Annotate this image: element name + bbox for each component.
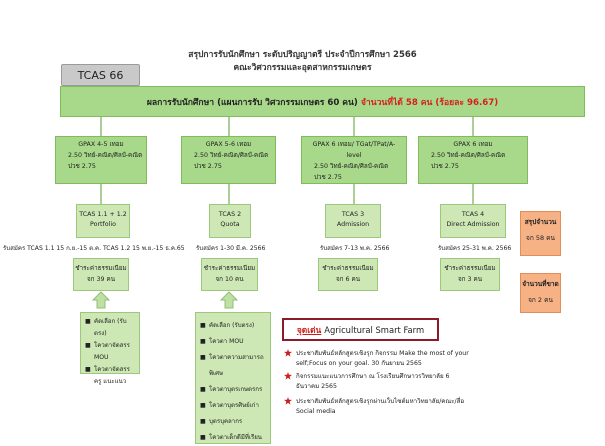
registration-2: รับสมัคร 1-30 มี.ค. 2566 xyxy=(196,245,266,252)
tcas-round-3: TCAS 3 Admission xyxy=(325,204,381,238)
banner-highlight: จำนวนที่ได้ 58 คน (ร้อยละ 96.67) xyxy=(360,97,499,108)
tcas-round-4: TCAS 4 Direct Admission xyxy=(440,204,506,238)
gpax-line: ปวช 2.75 xyxy=(68,163,96,170)
highlight-title-rest: Agricultural Smart Farm xyxy=(324,324,425,335)
star-icon xyxy=(284,372,292,380)
gpax-box-1: GPAX 4-5 เทอม 2.50 วิทย์-คณิต/ศิลป์-คณิต… xyxy=(55,136,147,184)
vacant-value: จก 2 คน xyxy=(528,296,553,304)
list-item: ■โควตา MOU xyxy=(200,338,244,345)
gpax-title: GPAX 6 เทอม xyxy=(453,141,493,148)
registration-1: รับสมัคร TCAS 1.1 15 ก.ย.-15 ต.ค. TCAS 1… xyxy=(3,245,185,252)
summary-label: สรุปจำนวน xyxy=(524,218,557,226)
round-name: TCAS 1.1 + 1.2 xyxy=(79,211,127,218)
gpax-box-2: GPAX 5-6 เทอม 2.50 วิทย์-คณิต/ศิลป์-คณิต… xyxy=(181,136,276,184)
pay-label: ชำระค่าธรรมเนียม xyxy=(444,265,496,272)
pay-count: จก 3 คน xyxy=(457,276,483,283)
gpax-title: GPAX 5-6 เทอม xyxy=(205,141,252,148)
round-name: TCAS 3 xyxy=(341,211,365,218)
round-sub: Portfolio xyxy=(90,221,116,228)
summary-box: สรุปจำนวน จก 58 คน xyxy=(520,211,561,256)
up-arrow-2 xyxy=(219,291,239,309)
gpax-line: ปวช 2.75 xyxy=(431,163,459,170)
list-item: ■โควตาเด็กดีมีที่เรียน xyxy=(200,434,262,441)
payment-box-2: ชำระค่าธรรมเนียม จก 10 คน xyxy=(201,258,258,291)
highlight-item-3: ประชาสัมพันธ์หลักสูตรเชิงรุกผ่านเว็บไซต์… xyxy=(296,398,465,415)
gpax-line: 2.50 วิทย์-คณิต/ศิลป์-คณิต xyxy=(68,152,143,159)
page-title: สรุปการรับนักศึกษา ระดับปริญญาตรี ประจำป… xyxy=(188,50,417,60)
list-item: ■โควตาบุตรเกษตรกร xyxy=(200,386,263,393)
highlight-item-2: กิจกรรมแนะแนวการศึกษา ณ โรงเรียนศึกษาวรว… xyxy=(296,373,450,390)
star-icon xyxy=(284,397,292,405)
banner-text: ผลการรับนักศึกษา (แผนการรับ วิศวกรรมเกษต… xyxy=(146,97,358,108)
tcas-round-2: TCAS 2 Quota xyxy=(209,204,251,238)
list-item: ■โควตาบุตรศิษย์เก่า xyxy=(200,402,259,409)
round-sub: Quota xyxy=(220,221,240,228)
list-item: ■บุตรบุคลากร xyxy=(200,418,243,425)
list-item: ■คัดเลือก (รับตรง) xyxy=(200,322,255,329)
payment-box-4: ชำระค่าธรรมเนียม จก 3 คน xyxy=(440,258,500,291)
highlight-title-red: จุดเด่น xyxy=(296,324,322,335)
round-name: TCAS 4 xyxy=(461,211,485,218)
pay-label: ชำระค่าธรรมเนียม xyxy=(203,265,256,272)
round-sub: Direct Admission xyxy=(446,221,500,228)
registration-3: รับสมัคร 7-13 พ.ค. 2566 xyxy=(320,245,390,252)
gpax-line: 2.50 วิทย์-คณิต/ศิลป์-คณิต xyxy=(431,152,506,159)
gpax-title: GPAX 6 เทอม/ TGat/TPat/A-level xyxy=(312,141,396,159)
list-item: ■คัดเลือก (รับตรง) xyxy=(85,318,127,337)
vacant-label: จำนวนที่ขาด xyxy=(522,280,559,288)
gpax-title: GPAX 4-5 เทอม xyxy=(78,141,124,148)
highlight-item-1: ประชาสัมพันธ์หลักสูตรเชิงรุก กิจกรรม Mak… xyxy=(296,350,469,367)
list-item: ■โควตาจัดสรร MOU xyxy=(85,342,130,361)
pay-count: จก 39 คน xyxy=(86,276,116,283)
payment-box-3: ชำระค่าธรรมเนียม จก 6 คน xyxy=(318,258,378,291)
up-arrow-1 xyxy=(91,291,111,309)
gpax-line: 2.50 วิทย์-คณิต/ศิลป์-คณิต xyxy=(194,152,269,159)
tcas-label: TCAS 66 xyxy=(61,64,140,86)
round-sub: Admission xyxy=(336,221,370,228)
tcas-round-1: TCAS 1.1 + 1.2 Portfolio xyxy=(76,204,130,238)
pay-label: ชำระค่าธรรมเนียม xyxy=(75,265,127,272)
vacant-box: จำนวนที่ขาด จก 2 คน xyxy=(520,273,561,313)
pay-count: จก 10 คน xyxy=(215,276,244,283)
pay-count: จก 6 คน xyxy=(335,276,361,283)
pay-label: ชำระค่าธรรมเนียม xyxy=(322,265,374,272)
list-item: ■โควตาความสามารถพิเศษ xyxy=(200,354,264,377)
gpax-box-4: GPAX 6 เทอม 2.50 วิทย์-คณิต/ศิลป์-คณิต ป… xyxy=(418,136,528,184)
highlight-title: จุดเด่น Agricultural Smart Farm xyxy=(282,318,439,341)
list-item: ■โควตาจัดสรรครู แนะแนว xyxy=(85,366,130,385)
gpax-line: 2.50 วิทย์-คณิต/ศิลป์-คณิต xyxy=(314,163,389,170)
gpax-box-3: GPAX 6 เทอม/ TGat/TPat/A-level 2.50 วิทย… xyxy=(301,136,407,184)
gpax-line: ปวช 2.75 xyxy=(314,174,342,181)
star-icon xyxy=(284,349,292,357)
summary-value: จก 58 คน xyxy=(526,234,555,242)
quota-list-2: ■คัดเลือก (รับตรง) ■โควตา MOU ■โควตาความ… xyxy=(195,312,271,444)
page-subtitle: คณะวิศวกรรมและอุตสาหกรรมเกษตร xyxy=(233,63,372,73)
gpax-line: ปวช 2.75 xyxy=(194,163,222,170)
result-banner: ผลการรับนักศึกษา (แผนการรับ วิศวกรรมเกษต… xyxy=(60,86,585,117)
registration-4: รับสมัคร 25-31 พ.ค. 2566 xyxy=(438,245,512,252)
payment-box-1: ชำระค่าธรรมเนียม จก 39 คน xyxy=(73,258,129,291)
round-name: TCAS 2 xyxy=(218,211,242,218)
quota-list-1: ■คัดเลือก (รับตรง) ■โควตาจัดสรร MOU ■โคว… xyxy=(80,312,140,385)
